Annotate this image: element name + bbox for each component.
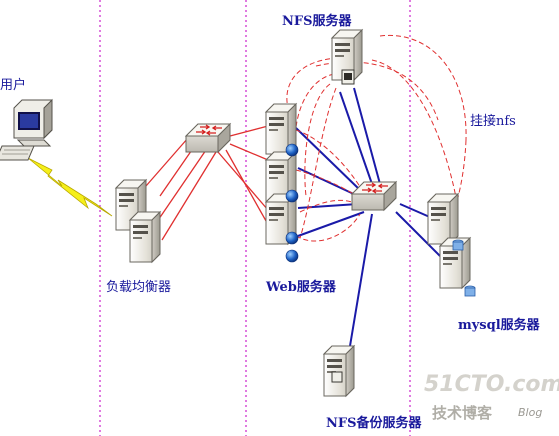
mount-nfs-label: 挂接nfs <box>470 114 516 129</box>
watermark-blog: Blog <box>518 406 543 419</box>
nfs-server-icon <box>331 29 363 85</box>
globe-icon <box>285 249 299 263</box>
nfs-server-label: NFS服务器 <box>282 14 352 29</box>
nfs-backup-server-icon <box>323 345 355 397</box>
globe-icon <box>285 143 299 157</box>
mysql-server-label: mysql服务器 <box>458 318 540 333</box>
load-balancer-label: 负载均衡器 <box>106 280 172 295</box>
web-servers <box>265 103 299 263</box>
user-label: 用户 <box>0 78 27 93</box>
globe-icon <box>285 231 299 245</box>
lightning-bolt-icon <box>27 157 113 217</box>
core-switch-icon <box>351 181 397 211</box>
nfs-backup-label: NFS备份服务器 <box>326 416 422 431</box>
mysql-server-icon <box>427 193 459 245</box>
switch-links <box>295 87 441 347</box>
user-computer-icon <box>0 98 53 161</box>
nfs-mount-arcs <box>286 34 467 242</box>
watermark-tagline: 技术博客 <box>432 404 493 422</box>
mysql-servers <box>427 193 476 297</box>
watermark-site: 51CTO.com <box>424 372 559 397</box>
lb-switch-icon <box>185 123 231 153</box>
web-server-label: Web服务器 <box>266 280 336 295</box>
load-balancer-server-icon <box>129 211 161 263</box>
globe-icon <box>285 189 299 203</box>
